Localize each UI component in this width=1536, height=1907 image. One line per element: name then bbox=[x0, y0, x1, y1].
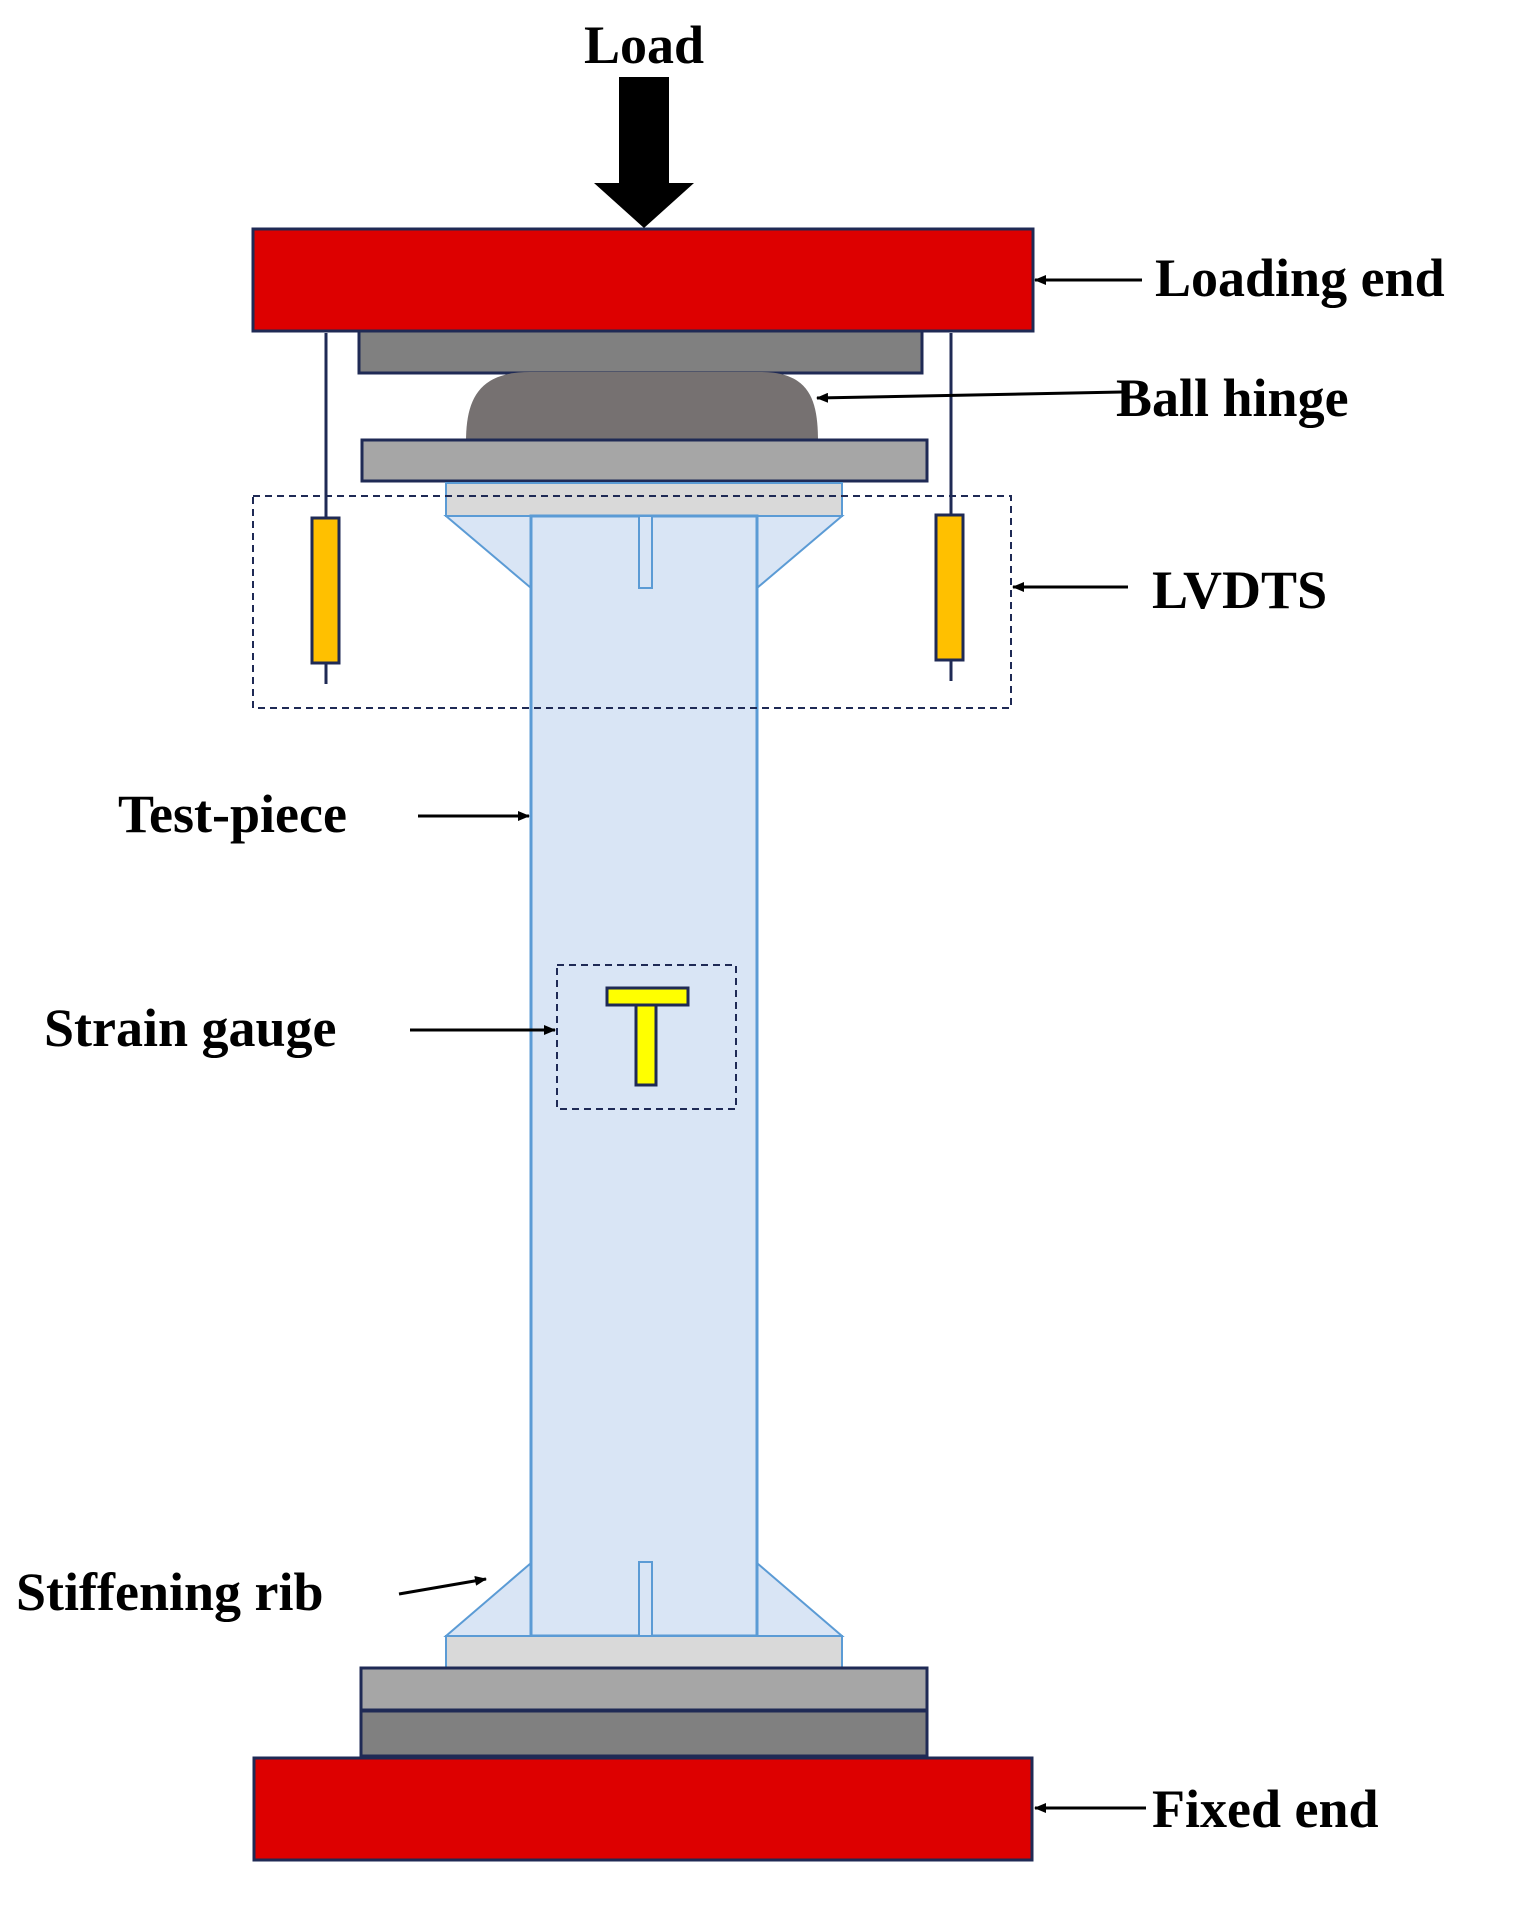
upper-steel-plate bbox=[357, 329, 924, 375]
strain-gauge-bar-horizontal bbox=[605, 986, 690, 1007]
top-pad bbox=[445, 482, 843, 517]
lower-steel-plate bbox=[360, 438, 929, 483]
fixed-end-label: Fixed end bbox=[1152, 1779, 1379, 1839]
strain-gauge-dashed-box bbox=[556, 964, 737, 1110]
web-slot-top bbox=[638, 515, 653, 589]
stiffening-rib-top-right bbox=[756, 515, 845, 591]
stiffening-rib-bottom-right bbox=[756, 1560, 845, 1637]
ball-hinge-label: Ball hinge bbox=[1116, 368, 1349, 428]
stiffening-rib-bottom-left bbox=[443, 1560, 532, 1637]
strain-gauge-bar-vertical bbox=[634, 1003, 658, 1087]
ball-hinge-arrow-icon bbox=[816, 390, 1123, 403]
bottom-pad bbox=[445, 1635, 843, 1669]
stiffening-rib-arrow-icon bbox=[398, 1575, 487, 1596]
loading-end-plate bbox=[251, 227, 1035, 333]
lvdt-sensor-left bbox=[310, 516, 341, 665]
load-arrow-icon bbox=[594, 77, 694, 228]
web-slot-bottom bbox=[638, 1561, 653, 1637]
strain-gauge-label: Strain gauge bbox=[44, 998, 337, 1058]
ball-hinge bbox=[466, 372, 818, 442]
lvdts-label: LVDTS bbox=[1152, 560, 1327, 620]
stiffening-rib-top-left bbox=[443, 515, 532, 591]
loading-end-label: Loading end bbox=[1155, 248, 1445, 308]
test-piece-label: Test-piece bbox=[118, 784, 347, 844]
load-label: Load bbox=[584, 15, 704, 75]
lvdts-dashed-box bbox=[252, 495, 1012, 709]
stiffening-rib-label: Stiffening rib bbox=[16, 1562, 324, 1622]
fixed-end-plate bbox=[252, 1756, 1034, 1862]
lvdt-sensor-right bbox=[934, 513, 965, 662]
bottom-light-steel-plate bbox=[359, 1666, 929, 1712]
bottom-dark-steel-plate bbox=[359, 1709, 929, 1758]
